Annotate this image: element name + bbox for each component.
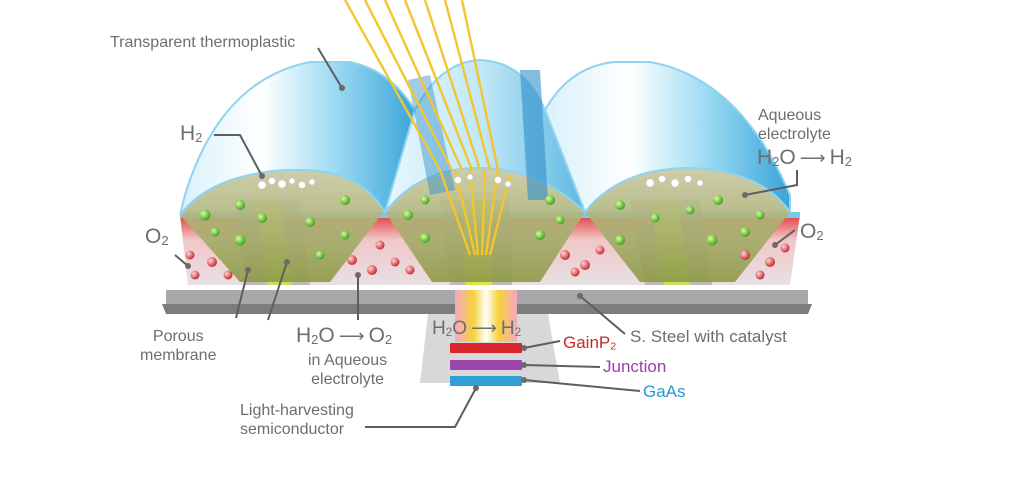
h2-electrolyte-region: [180, 168, 790, 282]
label-reaction-left: H2O⟶O2: [296, 324, 393, 347]
label-h2-left: H2: [180, 122, 203, 145]
leader-lines: [174, 47, 798, 428]
arrow-icon: ⟶: [799, 148, 826, 168]
h2-bubble-icon: [199, 195, 765, 260]
gainp2-layer: [450, 343, 522, 353]
label-reaction-mid: H2O⟶H2: [432, 318, 522, 339]
junction-layer: [450, 360, 522, 370]
label-o2-right: O2: [800, 220, 824, 243]
leader-dots: [185, 85, 778, 391]
gaas-layer: [450, 376, 522, 386]
label-transparent-thermoplastic: Transparent thermoplastic: [110, 34, 296, 51]
label-junction: Junction: [603, 357, 667, 376]
light-ray-icon: [343, 0, 512, 256]
thermoplastic-domes: [179, 58, 791, 216]
label-reaction-right: H2O⟶H2: [757, 146, 852, 169]
label-steel-with-catalyst: S. Steel with catalyst: [630, 327, 787, 346]
arrow-icon: ⟶: [338, 326, 365, 346]
label-gaas: GaAs: [643, 382, 686, 401]
o2-bubble-icon: [185, 240, 790, 280]
label-o2-left: O2: [145, 225, 169, 248]
arrow-icon: ⟶: [471, 318, 497, 338]
label-gainp2: GainP2: [563, 333, 617, 353]
gas-foam: [257, 173, 704, 190]
